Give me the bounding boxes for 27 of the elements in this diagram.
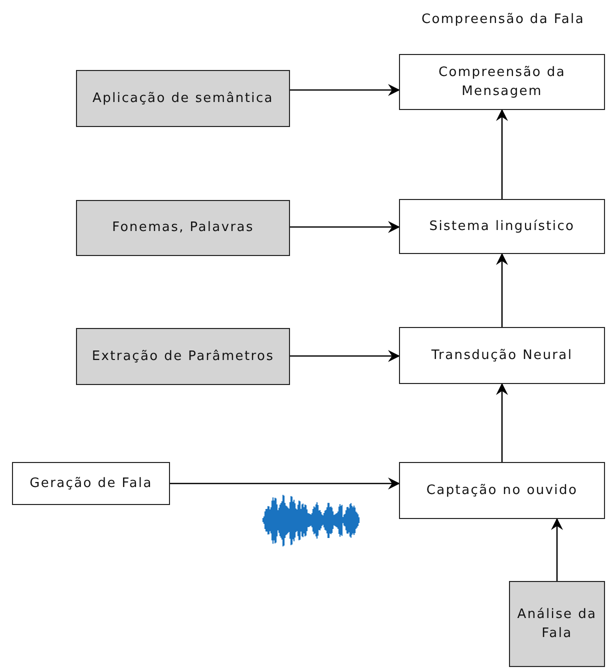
process-box xyxy=(399,327,605,384)
node-label: Sistema linguístico xyxy=(429,218,575,236)
node-label: Fonemas, Palavras xyxy=(112,219,254,238)
arrow xyxy=(290,221,400,233)
process-box xyxy=(12,462,170,505)
node-label: Transdução Neural xyxy=(431,346,573,365)
process-box xyxy=(399,199,605,254)
process-box xyxy=(399,54,605,110)
arrow xyxy=(551,518,563,581)
node-label: Extração de Parâmetros xyxy=(92,348,274,366)
arrow xyxy=(496,253,508,327)
process-box xyxy=(399,462,605,519)
arrow xyxy=(496,109,508,199)
node-label: Aplicação de semântica xyxy=(92,90,274,108)
diagram-title: Compreensão da Fala xyxy=(420,12,586,27)
arrow xyxy=(170,478,400,490)
arrow xyxy=(496,383,508,462)
node-label: Análise da Fala xyxy=(516,606,598,643)
input-box xyxy=(509,581,605,667)
node-label: Captação no ouvido xyxy=(426,482,578,500)
node-label: Compreensão da Mensagem xyxy=(437,64,567,101)
input-box xyxy=(76,200,290,256)
input-box xyxy=(76,328,290,385)
arrow xyxy=(290,350,400,362)
input-box xyxy=(76,70,290,127)
node-label: Geração de Fala xyxy=(30,474,152,493)
arrow xyxy=(290,84,400,96)
